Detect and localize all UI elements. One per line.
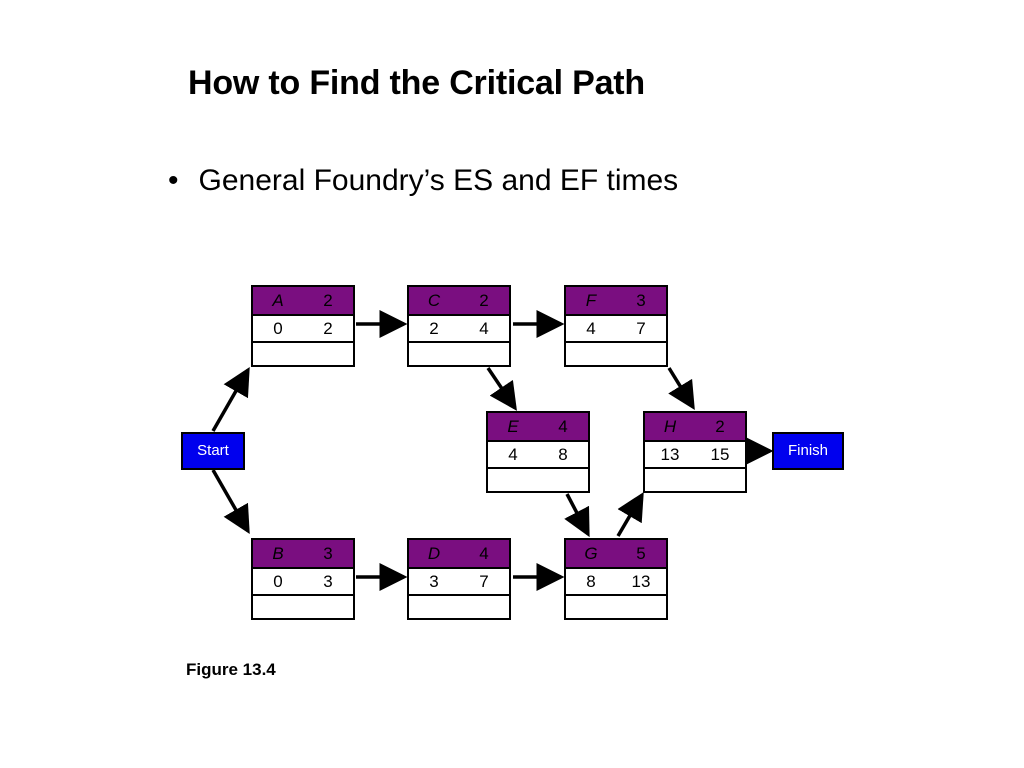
earliest-start: 0 — [273, 319, 283, 338]
activity-name: H — [663, 417, 677, 436]
activity-node-h: H 2 13 15 — [643, 411, 747, 493]
bullet-point: • General Foundry’s ES and EF times — [168, 164, 678, 198]
earliest-start: 0 — [273, 572, 283, 591]
finish-label: Finish — [787, 442, 828, 459]
arrow-e-g — [564, 493, 590, 538]
arrow-start-b — [211, 469, 250, 535]
activity-name: C — [427, 291, 441, 310]
finish-node: Finish — [772, 432, 844, 470]
activity-node-f: F 3 4 7 — [564, 285, 668, 367]
bullet-text: General Foundry’s ES and EF times — [198, 164, 679, 197]
arrow-f-h — [667, 367, 695, 410]
earliest-start: 4 — [586, 319, 596, 338]
activity-duration: 4 — [558, 417, 568, 436]
arrow-start-a — [211, 366, 250, 432]
earliest-start: 8 — [586, 572, 596, 591]
earliest-finish: 13 — [631, 572, 651, 591]
activity-node-d: D 4 3 7 — [407, 538, 511, 620]
activity-duration: 5 — [636, 544, 646, 563]
figure-caption: Figure 13.4 — [186, 660, 276, 679]
earliest-finish: 7 — [636, 319, 646, 338]
activity-duration: 3 — [636, 291, 646, 310]
earliest-start: 13 — [660, 445, 680, 464]
arrow-g-h — [616, 491, 644, 537]
start-node: Start — [181, 432, 245, 470]
earliest-finish: 8 — [558, 445, 568, 464]
activity-duration: 2 — [479, 291, 489, 310]
slide-title: How to Find the Critical Path — [188, 64, 645, 102]
activity-node-e: E 4 4 8 — [486, 411, 590, 493]
bullet-marker: • — [168, 164, 179, 197]
activity-node-a: A 2 0 2 — [251, 285, 355, 367]
activity-name: A — [272, 291, 284, 310]
activity-name: G — [584, 544, 598, 563]
activity-duration: 2 — [715, 417, 725, 436]
activity-node-c: C 2 2 4 — [407, 285, 511, 367]
earliest-finish: 3 — [323, 572, 333, 591]
earliest-start: 2 — [429, 319, 439, 338]
earliest-finish: 15 — [710, 445, 730, 464]
earliest-finish: 4 — [479, 319, 489, 338]
activity-name: B — [272, 544, 284, 563]
start-label: Start — [197, 442, 229, 459]
earliest-finish: 2 — [323, 319, 333, 338]
earliest-finish: 7 — [479, 572, 489, 591]
activity-duration: 3 — [323, 544, 333, 563]
activity-name: E — [507, 417, 519, 436]
arrow-c-e — [486, 367, 517, 411]
activity-duration: 2 — [323, 291, 333, 310]
activity-duration: 4 — [479, 544, 489, 563]
activity-name: D — [427, 544, 441, 563]
activity-name: F — [585, 291, 597, 310]
activity-node-b: B 3 0 3 — [251, 538, 355, 620]
activity-node-g: G 5 8 13 — [564, 538, 668, 620]
earliest-start: 4 — [508, 445, 518, 464]
earliest-start: 3 — [429, 572, 439, 591]
